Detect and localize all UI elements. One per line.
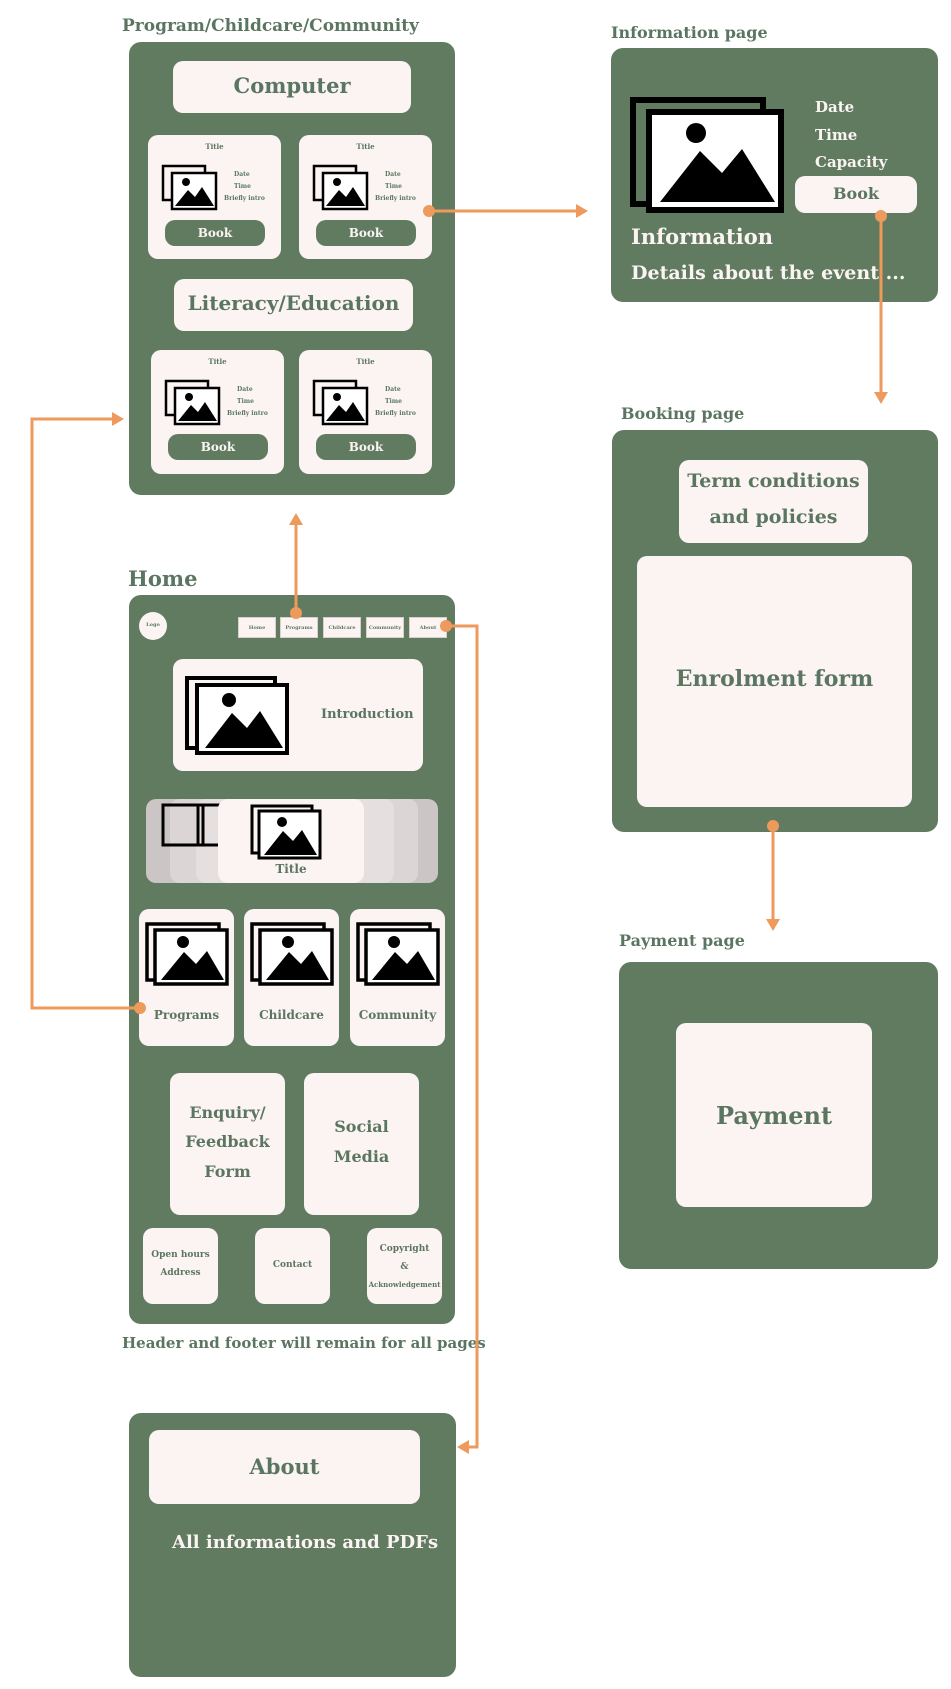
arrow-left [446,624,479,1449]
info-book-text: Book [833,184,879,203]
about-heading-text: About [249,1454,320,1479]
home-label: Home [128,566,198,591]
childcare-tile[interactable]: Childcare [244,909,339,1046]
community-tile[interactable]: Community [350,909,445,1046]
nav-community[interactable]: Community [366,617,404,638]
card-brief: Briefly intro [375,410,416,417]
program-card[interactable]: Title Date Time Briefly intro Book [299,135,432,259]
about-all-info: All informations and PDFs [172,1532,439,1553]
info-heading: Information [631,224,773,249]
social-media[interactable]: Social Media [304,1073,419,1215]
computer-heading-text: Computer [233,73,351,98]
card-date: Date [234,171,250,178]
information-page-label: Information page [611,23,768,42]
image-icon [164,379,221,426]
about-heading: About [149,1430,420,1504]
programs-tile[interactable]: Programs [139,909,234,1046]
enrolment-form-text: Enrolment form [675,666,874,692]
program-card[interactable]: Title Date Time Briefly intro Book [151,350,284,474]
open-hours-address: Open hours Address [143,1228,218,1304]
contact-text: Contact [272,1260,313,1270]
terms-line-2: and policies [709,506,838,528]
payment-page-label: Payment page [619,931,745,950]
card-time: Time [385,398,402,405]
contact[interactable]: Contact [255,1228,330,1304]
card-title: Title [356,142,375,151]
carousel-active-slide[interactable]: Title [218,799,364,883]
terms-card[interactable]: Term conditions and policies [679,460,868,543]
image-icon [161,164,218,211]
introduction-banner: Introduction [173,659,423,771]
copyright-line-3: Acknowledgement [368,1280,441,1289]
copyright-acknowledgement: Copyright & Acknowledgement [367,1228,442,1304]
card-time: Time [385,183,402,190]
image-icon [185,676,289,755]
programs-tile-label: Programs [153,1008,220,1022]
enquiry-feedback-form[interactable]: Enquiry/ Feedback Form [170,1073,285,1215]
info-details: Details about the event ... [631,262,906,284]
image-icon [161,803,205,847]
info-time: Time [815,126,858,144]
card-time: Time [234,183,251,190]
card-brief: Briefly intro [375,195,416,202]
enrolment-form[interactable]: Enrolment form [637,556,912,807]
image-icon [312,379,369,426]
literacy-heading: Literacy/Education [174,279,413,331]
card-date: Date [385,386,401,393]
image-icon [145,922,229,986]
card-title: Title [205,142,224,151]
book-button[interactable]: Book [316,434,416,460]
image-icon [630,97,784,213]
card-brief: Briefly intro [224,195,265,202]
hours-line-1: Open hours [151,1250,210,1260]
copyright-line-2: & [400,1262,409,1272]
program-page-label: Program/Childcare/Community [122,16,419,36]
card-time: Time [237,398,254,405]
persistent-note: Header and footer will remain for all pa… [122,1334,486,1352]
program-card[interactable]: Title Date Time Briefly intro Book [299,350,432,474]
carousel-title: Title [275,862,307,876]
enquiry-line-3: Form [204,1162,251,1181]
nav-childcare[interactable]: Childcare [323,617,361,638]
nav-home[interactable]: Home [238,617,276,638]
community-tile-label: Community [358,1008,437,1022]
card-date: Date [237,386,253,393]
booking-page-label: Booking page [621,404,745,423]
literacy-heading-text: Literacy/Education [187,291,400,315]
info-book-button[interactable]: Book [795,176,917,213]
card-brief: Briefly intro [227,410,268,417]
book-button[interactable]: Book [168,434,268,460]
social-line-2: Media [333,1147,390,1166]
image-icon [312,164,369,211]
childcare-tile-label: Childcare [259,1008,324,1022]
book-button[interactable]: Book [316,220,416,246]
terms-line-1: Term conditions [687,470,860,492]
payment-card[interactable]: Payment [676,1023,872,1207]
computer-heading: Computer [173,61,411,113]
info-capacity: Capacity [815,153,888,171]
card-title: Title [208,357,227,366]
card-title: Title [356,357,375,366]
enquiry-line-2: Feedback [185,1132,270,1151]
payment-text: Payment [715,1101,833,1130]
logo[interactable] [139,612,167,640]
image-icon [250,922,334,986]
info-date: Date [815,98,855,116]
card-date: Date [385,171,401,178]
arrow-right [30,417,140,1010]
image-icon [356,922,440,986]
copyright-line-1: Copyright [379,1244,430,1254]
book-button[interactable]: Book [165,220,265,246]
program-card[interactable]: Title Date Time Briefly intro Book [148,135,281,259]
social-line-1: Social [334,1117,389,1136]
introduction-text: Introduction [321,707,414,722]
image-icon [250,804,322,860]
hours-line-2: Address [160,1268,201,1278]
logo-text: Logo [146,622,160,628]
enquiry-line-1: Enquiry/ [189,1103,266,1122]
